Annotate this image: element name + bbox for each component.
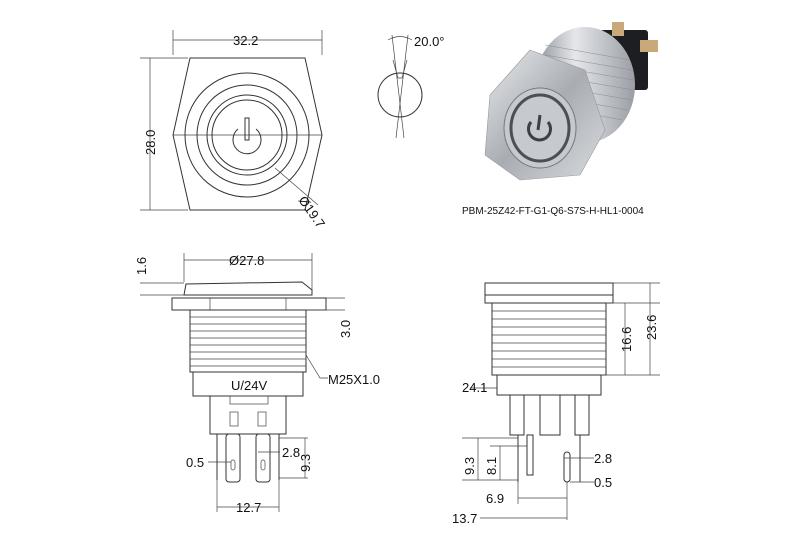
dim-terminal-length-b: 8.1 [484,457,499,475]
product-caption: PBM-25Z42-FT-G1-Q6-S7S-H-HL1-0004 [462,206,644,217]
dim-terminal-spacing: 12.7 [236,500,261,515]
angle-view: 20.0° [377,34,445,139]
dim-right-terminal-thickness: 0.5 [594,475,612,490]
dim-height: 28.0 [143,130,158,155]
dim-width: 32.2 [233,33,258,48]
thread-label: M25X1.0 [328,372,380,387]
dim-total-length: 23.6 [644,315,659,340]
dim-cap-diameter: Ø27.8 [229,253,264,268]
dim-thread-length: 16.6 [619,327,634,352]
dim-right-terminal-width: 2.8 [594,451,612,466]
hex-nut-outline [172,57,323,211]
dim-nut-thickness: 3.0 [338,320,353,338]
dim-terminal-span: 13.7 [452,511,477,526]
dim-terminal-offset: 6.9 [486,491,504,506]
dim-terminal-length: 9.3 [298,454,313,472]
dim-body-diameter: 24.1 [462,380,487,395]
dim-angle: 20.0° [414,34,445,49]
dim-ring-diameter: Ø19.7 [296,193,329,231]
front-view: 32.2 28.0 Ø19.7 [140,30,328,231]
dim-terminal-length-a: 9.3 [462,457,477,475]
dim-terminal-thickness: 0.5 [186,455,204,470]
product-photo [484,22,658,181]
power-icon [232,117,262,155]
side-view-left: U/24V Ø27.8 1.6 3.0 M25X1.0 9.3 2.8 0.5 … [134,253,380,515]
voltage-label: U/24V [231,378,267,393]
dim-terminal-width: 2.8 [282,445,300,460]
side-view-right: 16.6 23.6 24.1 9.3 8.1 2.8 0.5 6.9 13.7 [452,282,660,526]
dim-cap-height: 1.6 [134,257,149,275]
